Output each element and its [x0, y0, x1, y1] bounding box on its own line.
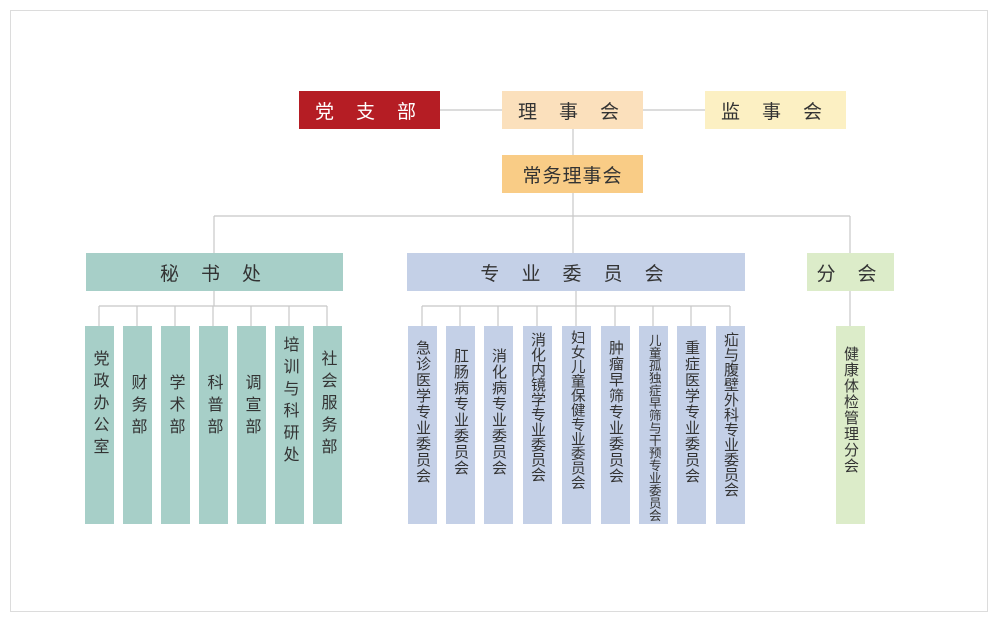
secretariat-item: 党政办公室	[85, 326, 114, 524]
committee-item: 肿瘤早筛专业委员会	[601, 326, 630, 524]
committee-item: 疝与腹壁外科专业委员会	[716, 326, 745, 524]
secretariat-item: 财务部	[123, 326, 152, 524]
committee-item: 急诊医学专业委员会	[408, 326, 437, 524]
committee-item-label: 重症医学专业委员会	[683, 340, 701, 484]
party-branch-label: 党 支 部	[314, 100, 425, 123]
secretariat-label: 秘 书 处	[159, 262, 270, 285]
secretariat-item: 调宣部	[237, 326, 266, 524]
secretariat-item-label: 科普部	[204, 374, 224, 440]
committee-item-label: 消化病专业委员会	[490, 348, 508, 476]
supervisory-box: 监 事 会	[705, 91, 846, 129]
committee-item-label: 疝与腹壁外科专业委员会	[722, 332, 740, 497]
secretariat-item: 学术部	[161, 326, 190, 524]
secretariat-box: 秘 书 处	[86, 253, 343, 291]
committees-label: 专 业 委 员 会	[480, 262, 672, 285]
supervisory-label: 监 事 会	[720, 100, 831, 123]
secretariat-item-label: 社会服务部	[318, 350, 338, 460]
committee-item: 消化病专业委员会	[484, 326, 513, 524]
secretariat-item-label: 调宣部	[242, 374, 262, 440]
committee-item-label: 肛肠病专业委员会	[452, 348, 470, 476]
party-branch-box: 党 支 部	[299, 91, 440, 129]
committee-item: 儿童孤独症早筛与干预专业委员会	[639, 326, 668, 524]
secretariat-item: 科普部	[199, 326, 228, 524]
branches-box: 分 会	[807, 253, 894, 291]
secretariat-item: 培训与科研处	[275, 326, 304, 524]
committee-item-label: 肿瘤早筛专业委员会	[607, 340, 625, 484]
committee-item-label: 急诊医学专业委员会	[414, 340, 432, 484]
standing-council-box: 常务理事会	[502, 155, 643, 193]
committee-item: 肛肠病专业委员会	[446, 326, 475, 524]
council-label: 理 事 会	[517, 100, 628, 123]
committees-box: 专 业 委 员 会	[407, 253, 745, 291]
secretariat-item: 社会服务部	[313, 326, 342, 524]
committee-item-label: 消化内镜学专业委员会	[529, 332, 547, 482]
committee-item: 妇女儿童保健专业委员会	[562, 326, 591, 524]
secretariat-item-label: 党政办公室	[90, 350, 110, 460]
standing-council-label: 常务理事会	[522, 164, 623, 187]
committee-item: 消化内镜学专业委员会	[523, 326, 552, 524]
committee-item: 重症医学专业委员会	[677, 326, 706, 524]
committee-item-label: 儿童孤独症早筛与干预专业委员会	[646, 334, 662, 522]
secretariat-item-label: 财务部	[128, 374, 148, 440]
branches-label: 分 会	[816, 262, 885, 285]
secretariat-item-label: 培训与科研处	[280, 336, 300, 468]
branch-item-label: 健康体检管理分会	[842, 346, 860, 474]
secretariat-item-label: 学术部	[166, 374, 186, 440]
committee-item-label: 妇女儿童保健专业委员会	[568, 330, 585, 490]
branch-item: 健康体检管理分会	[836, 326, 865, 524]
council-box: 理 事 会	[502, 91, 643, 129]
